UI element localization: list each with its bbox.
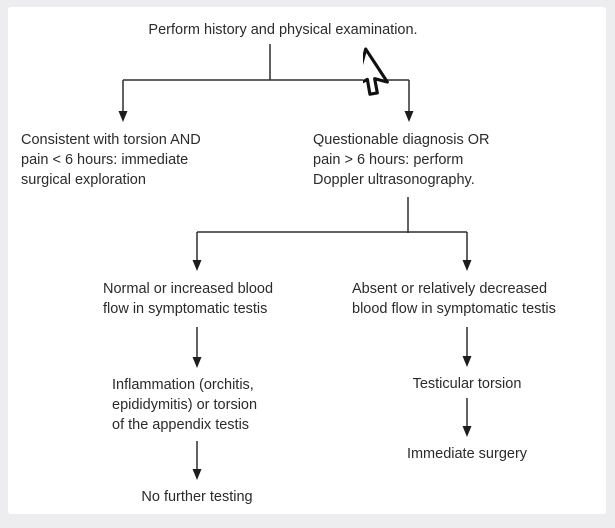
node-torsion-consistent-line2: pain < 6 hours: immediate <box>21 152 189 168</box>
node-root: Perform history and physical examination… <box>148 22 418 38</box>
node-normal-flow-line2: flow in symptomatic testis <box>103 301 268 317</box>
node-decreased-flow-line2: blood flow in symptomatic testis <box>352 301 556 317</box>
node-inflammation-line1: Inflammation (orchitis, <box>112 377 254 393</box>
node-normal-flow-line1: Normal or increased blood <box>103 281 274 297</box>
node-torsion-consistent: Consistent with torsion AND pain < 6 hou… <box>21 130 201 190</box>
node-torsion-consistent-line1: Consistent with torsion AND <box>21 132 201 148</box>
mouse-cursor-icon <box>363 47 389 96</box>
node-inflammation-line3: of the appendix testis <box>112 417 250 433</box>
node-normal-flow: Normal or increased blood flow in sympto… <box>103 279 273 319</box>
node-testicular-torsion: Testicular torsion <box>412 376 522 392</box>
node-questionable-diagnosis: Questionable diagnosis OR pain > 6 hours… <box>313 130 490 190</box>
flowchart-panel <box>8 7 606 514</box>
node-immediate-surgery: Immediate surgery <box>406 446 528 462</box>
node-decreased-flow-line1: Absent or relatively decreased <box>352 281 548 297</box>
node-torsion-consistent-line3: surgical exploration <box>21 172 146 188</box>
node-questionable-line1: Questionable diagnosis OR <box>313 132 490 148</box>
node-no-further-testing: No further testing <box>141 489 253 505</box>
node-questionable-line3: Doppler ultrasonography. <box>313 172 475 188</box>
node-inflammation-line2: epididymitis) or torsion <box>112 397 258 413</box>
node-questionable-line2: pain > 6 hours: perform <box>313 152 464 168</box>
node-decreased-flow: Absent or relatively decreased blood flo… <box>352 279 556 319</box>
node-inflammation: Inflammation (orchitis, epididymitis) or… <box>112 375 257 435</box>
